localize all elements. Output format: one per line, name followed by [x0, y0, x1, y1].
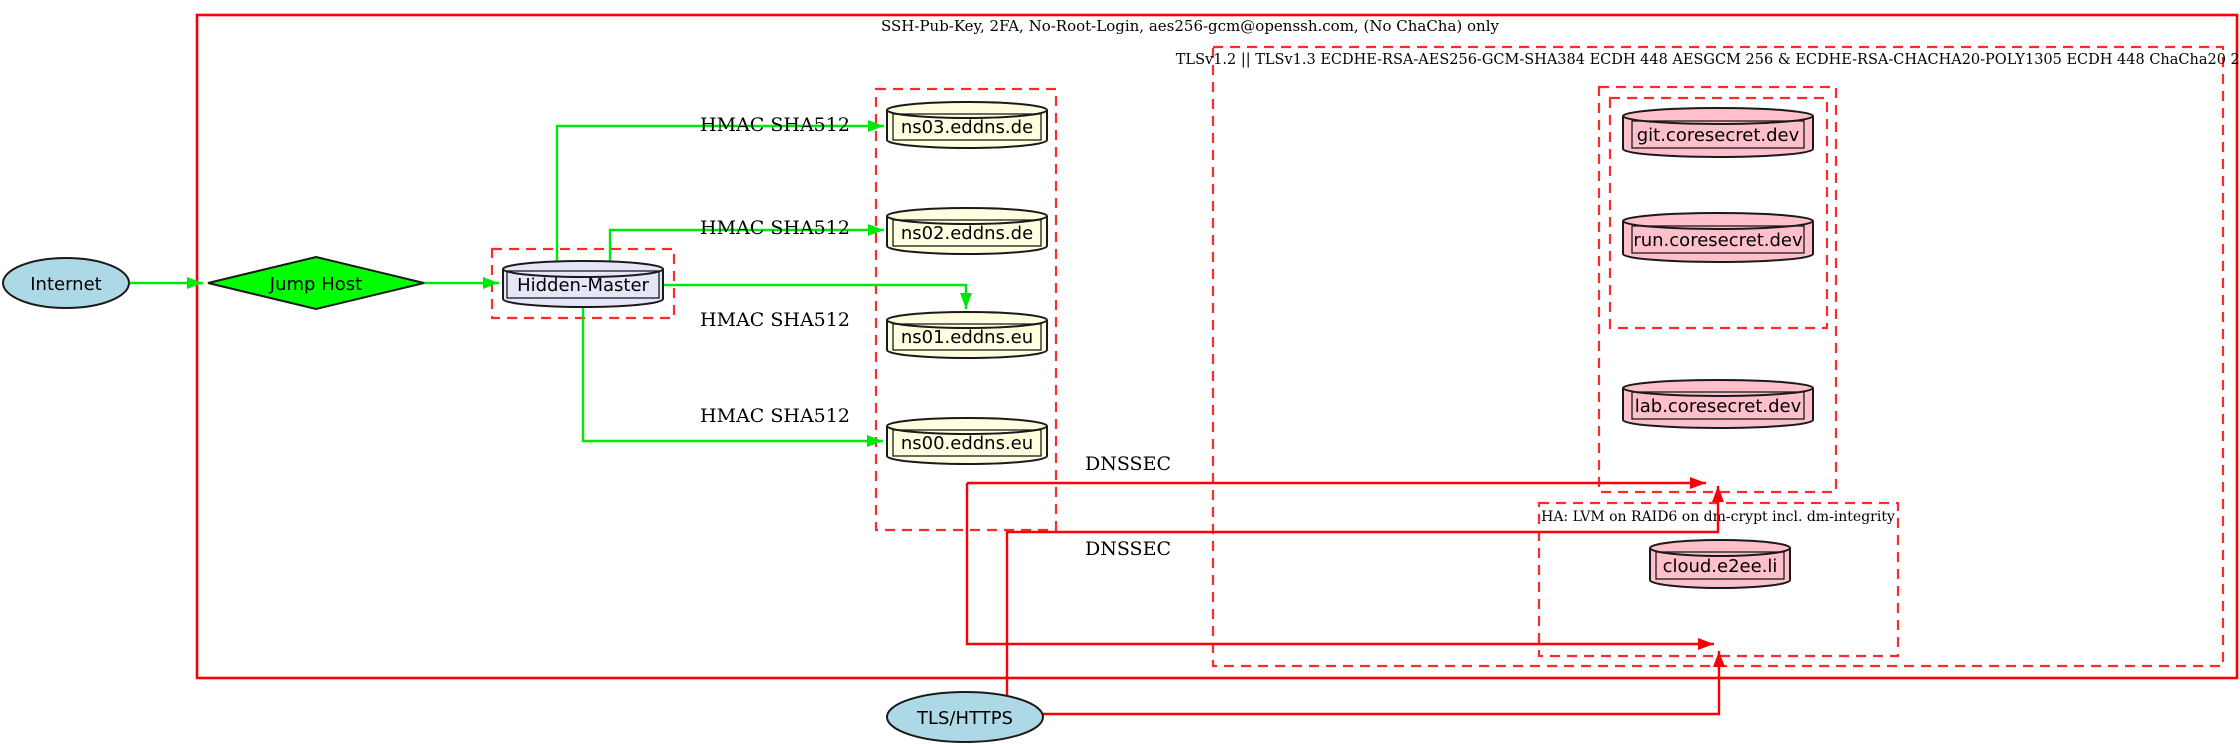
tls-https-ellipse	[886, 691, 1044, 743]
node-tls-https: TLS/HTTPS	[886, 691, 1044, 743]
hidden-master-cylinder	[502, 260, 664, 308]
git-labelbox	[1631, 120, 1805, 149]
lab-labelbox	[1631, 391, 1805, 420]
run-label: run.coresecret.dev	[1633, 230, 1803, 251]
jump-host-diamond	[207, 255, 425, 311]
node-ns02: ns02.eddns.de	[886, 207, 1048, 255]
node-run: run.coresecret.dev	[1622, 212, 1814, 263]
run-labelbox	[1631, 225, 1805, 254]
node-jump-host: Jump Host	[207, 255, 425, 311]
ssh-cluster-border	[195, 13, 2239, 680]
ns02-label: ns02.eddns.de	[901, 223, 1033, 244]
hidden-master-label: Hidden-Master	[517, 275, 649, 296]
ns01-label: ns01.eddns.eu	[901, 327, 1033, 348]
edge-hiddenmaster-to-ns00	[581, 307, 883, 447]
dnssec-label-1: DNSSEC	[1085, 453, 1171, 475]
ssh-cluster-label: SSH-Pub-Key, 2FA, No-Root-Login, aes256-…	[881, 17, 1500, 35]
ns01-labelbox	[892, 323, 1042, 351]
edge-tlshttps-to-coresecret	[1005, 486, 1724, 696]
ns00-label: ns00.eddns.eu	[901, 433, 1033, 454]
cluster-ssh-outer: SSH-Pub-Key, 2FA, No-Root-Login, aes256-…	[195, 13, 2239, 680]
tls-https-label: TLS/HTTPS	[916, 708, 1013, 729]
jump-host-label: Jump Host	[269, 274, 362, 295]
lab-label: lab.coresecret.dev	[1635, 396, 1802, 417]
cloud-label: cloud.e2ee.li	[1663, 556, 1778, 577]
git-cylinder-lid	[1622, 115, 1814, 125]
edge-hiddenmaster-to-ns02	[608, 224, 884, 261]
node-cloud: cloud.e2ee.li	[1649, 539, 1791, 589]
ns-cluster-border	[874, 87, 1058, 532]
node-git: git.coresecret.dev	[1622, 107, 1814, 158]
edge-hiddenmaster-to-ns03	[555, 120, 884, 261]
node-hidden-master: Hidden-Master	[502, 260, 664, 308]
hmac-label-2: HMAC SHA512	[700, 217, 850, 239]
run-cylinder	[1622, 212, 1814, 263]
cloud-labelbox	[1655, 551, 1785, 580]
edge-tlshttps-to-ha	[1042, 651, 1725, 716]
hmac-label-1: HMAC SHA512	[700, 114, 850, 136]
dnssec-label-2: DNSSEC	[1085, 538, 1171, 560]
hmac-label-4: HMAC SHA512	[700, 405, 850, 427]
ns03-labelbox	[892, 113, 1042, 141]
git-label: git.coresecret.dev	[1637, 125, 1800, 146]
coresecret-inner-border	[1608, 96, 1829, 330]
ns02-labelbox	[892, 219, 1042, 247]
hidden-master-cylinder-lid	[502, 268, 664, 278]
node-ns03: ns03.eddns.de	[886, 101, 1048, 149]
edge-dnssec-to-ha	[965, 483, 1714, 650]
node-ns00: ns00.eddns.eu	[886, 417, 1048, 465]
cluster-coresecret-outer	[1597, 85, 1838, 494]
hmac-label-3: HMAC SHA512	[700, 309, 850, 331]
internet-label: Internet	[30, 274, 101, 295]
ns03-label: ns03.eddns.de	[901, 117, 1033, 138]
node-ns01: ns01.eddns.eu	[886, 311, 1048, 359]
edge-hiddenmaster-to-ns01	[663, 283, 972, 309]
node-lab: lab.coresecret.dev	[1622, 379, 1814, 429]
tls-cluster-label: TLSv1.2 || TLSv1.3 ECDHE-RSA-AES256-GCM-…	[1176, 52, 2240, 68]
ns00-labelbox	[892, 429, 1042, 457]
run-cylinder-lid	[1622, 220, 1814, 230]
hidden-master-labelbox	[506, 270, 660, 299]
cluster-nameservers	[874, 87, 1058, 532]
internet-ellipse	[2, 257, 130, 309]
git-cylinder	[1622, 107, 1814, 158]
node-internet: Internet	[2, 257, 130, 309]
